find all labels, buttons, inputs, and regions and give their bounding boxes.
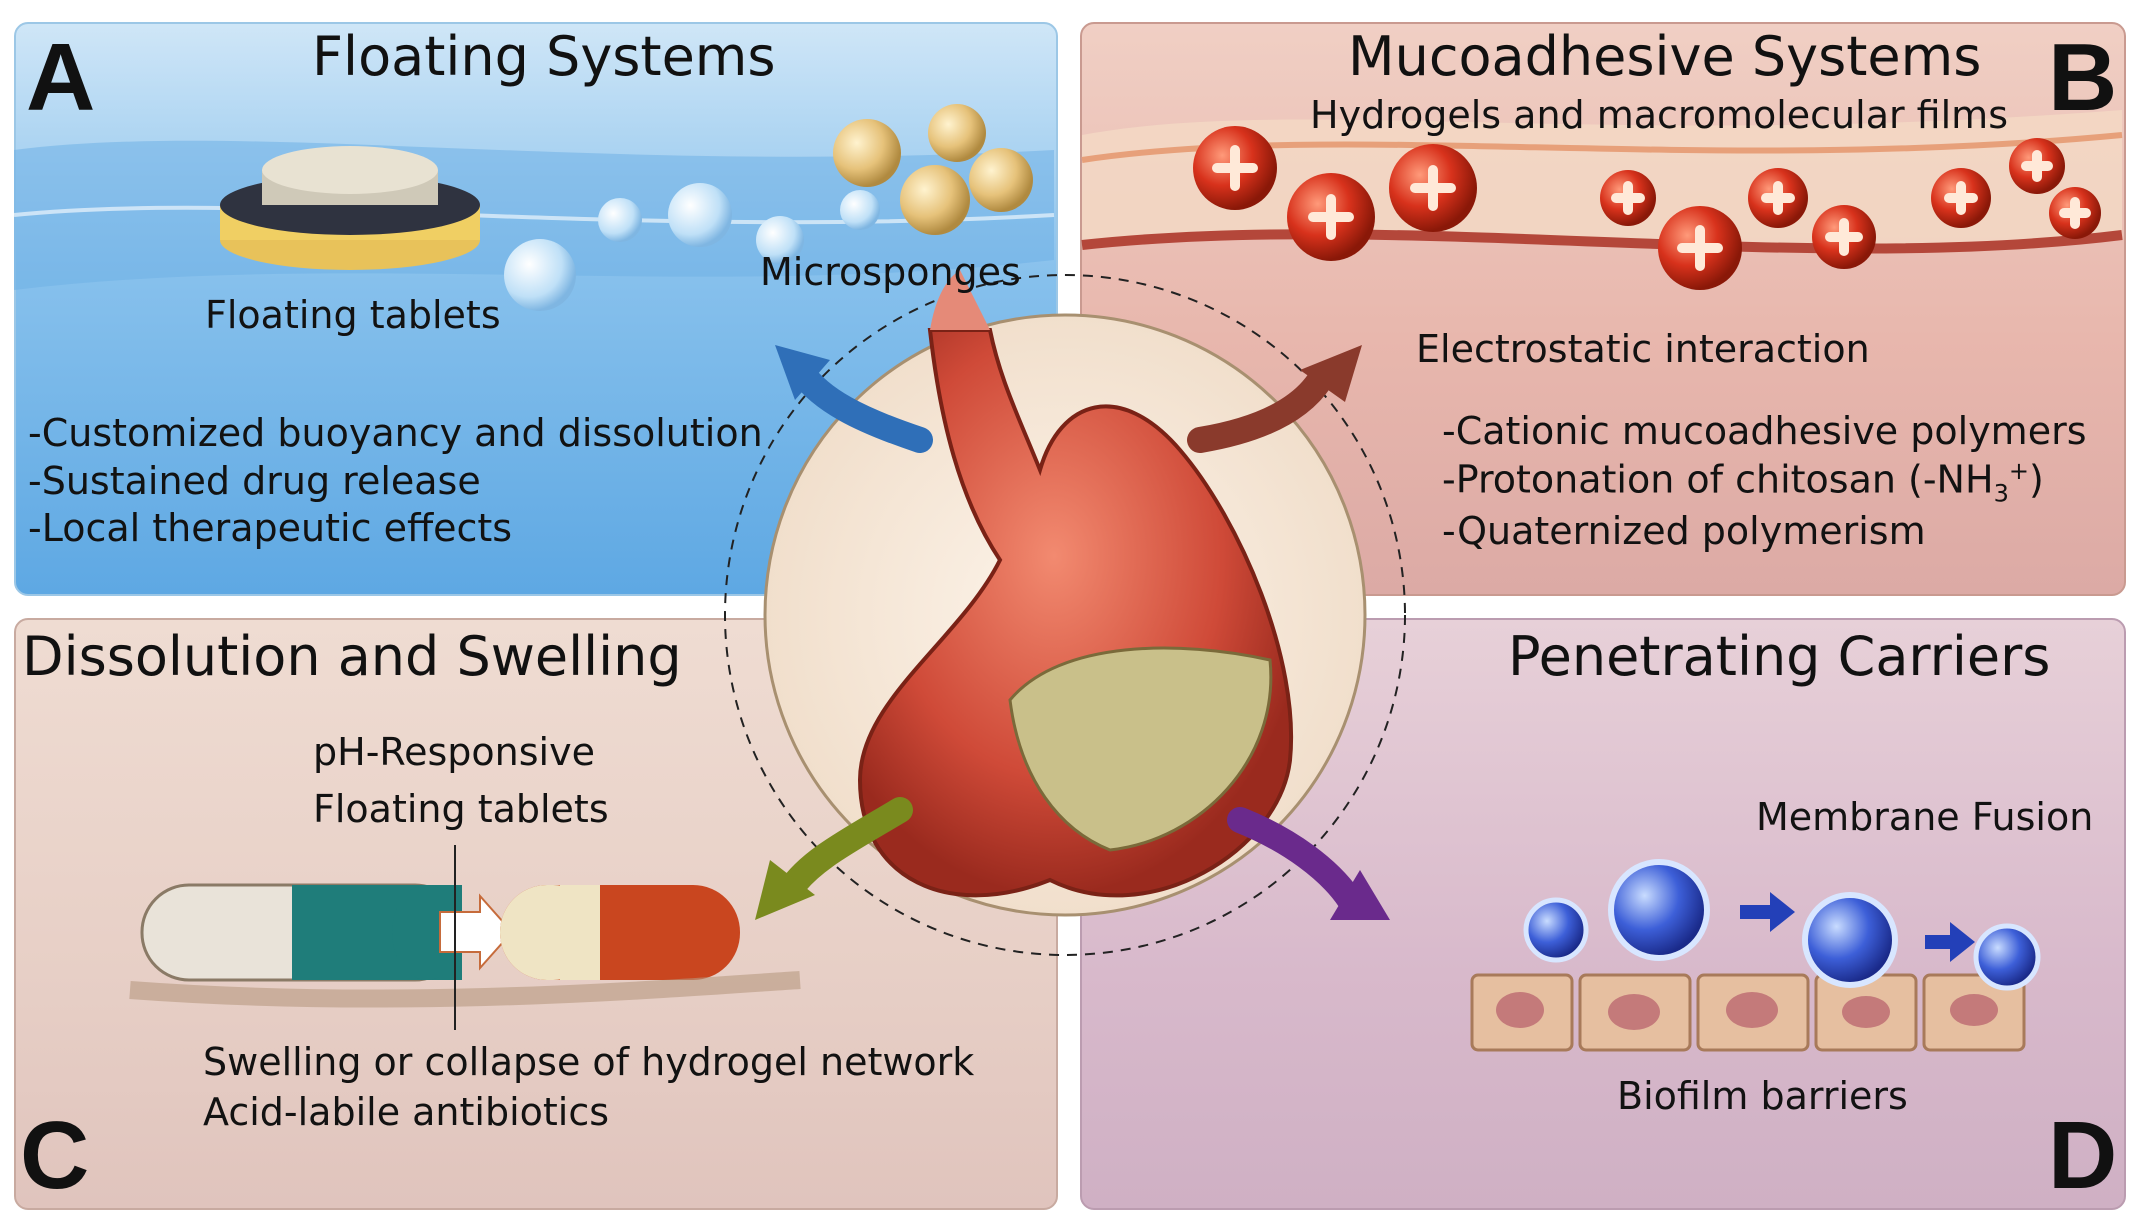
panel-d-title: Penetrating Carriers <box>1508 625 2051 688</box>
bullet-item: -Local therapeutic effects <box>28 506 513 550</box>
membrane-fusion-label: Membrane Fusion <box>1756 795 2094 839</box>
arrow-to-mucoadhesive <box>1187 345 1362 453</box>
panel-letter-d: D <box>2048 1102 2118 1209</box>
chem-close: ) <box>2028 457 2044 502</box>
arrow-to-penetrating <box>1227 807 1390 920</box>
panel-b-bullets: -Cationic mucoadhesive polymers -Protona… <box>1442 408 2087 555</box>
panel-letter-a: A <box>26 24 96 131</box>
panel-a-bullets: -Customized buoyancy and dissolution -Su… <box>28 410 763 553</box>
arrow-to-dissolution <box>755 797 913 920</box>
acid-labile-label: Acid-labile antibiotics <box>203 1090 610 1134</box>
ph-responsive-label: pH-Responsive <box>313 730 595 774</box>
epithelial-cells <box>1470 973 2026 1052</box>
panel-c-title: Dissolution and Swelling <box>22 625 682 688</box>
ph-floating-tablets-label: Floating tablets <box>313 787 609 831</box>
panel-b-subtitle: Hydrogels and macromolecular films <box>1310 93 2008 137</box>
ph-responsive-capsule <box>129 845 801 1030</box>
lipid-vesicles <box>1523 859 2041 991</box>
panel-letter-c: C <box>20 1102 90 1209</box>
bullet-item: -Sustained drug release <box>28 458 481 503</box>
floating-tablets-label: Floating tablets <box>205 293 501 337</box>
panel-a-title: Floating Systems <box>312 25 776 88</box>
stomach-illustration <box>724 270 1406 956</box>
electrostatic-interaction-label: Electrostatic interaction <box>1416 327 1870 371</box>
cationic-nanoparticles <box>1193 126 2101 290</box>
bullet-item: -Customized buoyancy and dissolution <box>28 411 763 455</box>
bullet-item: -Cationic mucoadhesive polymers <box>1442 409 2087 453</box>
panel-b-title: Mucoadhesive Systems <box>1348 25 1982 88</box>
biofilm-barriers-label: Biofilm barriers <box>1617 1074 1908 1118</box>
panel-letter-b: B <box>2048 24 2118 131</box>
bullet-item: -Protonation of chitosan (-NH3+) <box>1442 456 2087 508</box>
chem-subscript: 3 <box>1993 478 2009 507</box>
arrow-to-floating <box>775 345 933 453</box>
chem-text: -Protonation of chitosan (-NH <box>1442 457 1994 502</box>
microsponges-illustration <box>833 104 1033 235</box>
swelling-label: Swelling or collapse of hydrogel network <box>203 1040 975 1084</box>
microsponges-label: Microsponges <box>760 250 1021 294</box>
bullet-item: -Quaternized polymerism <box>1442 508 1926 553</box>
chem-superscript: + <box>2008 456 2029 485</box>
floating-tablet-illustration <box>220 146 480 270</box>
